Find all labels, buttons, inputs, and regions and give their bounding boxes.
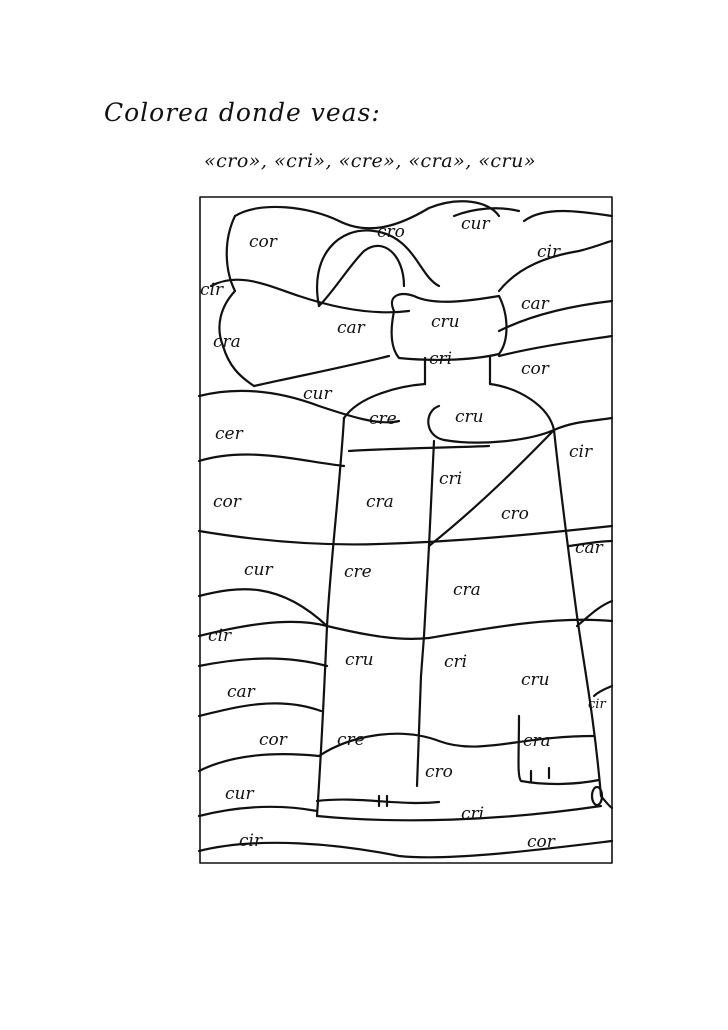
tube-drawing <box>197 196 614 864</box>
syllable-label: cri <box>461 804 485 824</box>
syllable-label: cir <box>537 242 561 262</box>
syllable-label: cur <box>225 784 254 804</box>
syllable-label: cir <box>588 697 606 712</box>
syllable-label: cor <box>521 359 549 379</box>
syllable-label: cor <box>249 232 277 252</box>
syllable-label: cro <box>377 222 405 242</box>
syllable-label: car <box>521 294 549 314</box>
syllable-label: cer <box>215 424 243 444</box>
syllable-label: cor <box>259 730 287 750</box>
syllable-label: cir <box>200 280 224 300</box>
syllable-label: cir <box>239 831 263 851</box>
syllable-label: cra <box>453 580 481 600</box>
syllable-label: car <box>227 682 255 702</box>
syllable-label: cur <box>461 214 490 234</box>
syllable-label: cir <box>569 442 593 462</box>
syllable-label: cir <box>208 626 232 646</box>
page-title: Colorea donde veas: <box>104 98 381 127</box>
syllable-label: cor <box>527 832 555 852</box>
syllable-label: cur <box>244 560 273 580</box>
coloring-sheet: cor cro cur cir cir car cra car cru cri … <box>197 196 614 864</box>
syllable-label: cro <box>425 762 453 782</box>
instruction-syllables: «cro», «cri», «cre», «cra», «cru» <box>204 150 537 172</box>
syllable-label: cro <box>501 504 529 524</box>
syllable-label: cri <box>439 469 463 489</box>
syllable-label: cra <box>213 332 241 352</box>
syllable-label: cre <box>337 730 365 750</box>
syllable-label: cre <box>344 562 372 582</box>
syllable-label: cri <box>444 652 468 672</box>
syllable-label: cru <box>455 407 484 427</box>
syllable-label: cra <box>366 492 394 512</box>
syllable-label: cru <box>345 650 374 670</box>
syllable-label: cur <box>303 384 332 404</box>
syllable-label: car <box>337 318 365 338</box>
syllable-label: cru <box>431 312 460 332</box>
syllable-label: cru <box>521 670 550 690</box>
syllable-label: cre <box>369 409 397 429</box>
syllable-label: car <box>575 538 603 558</box>
syllable-label: cri <box>429 349 453 369</box>
syllable-label: cor <box>213 492 241 512</box>
syllable-label: cra <box>523 731 551 751</box>
